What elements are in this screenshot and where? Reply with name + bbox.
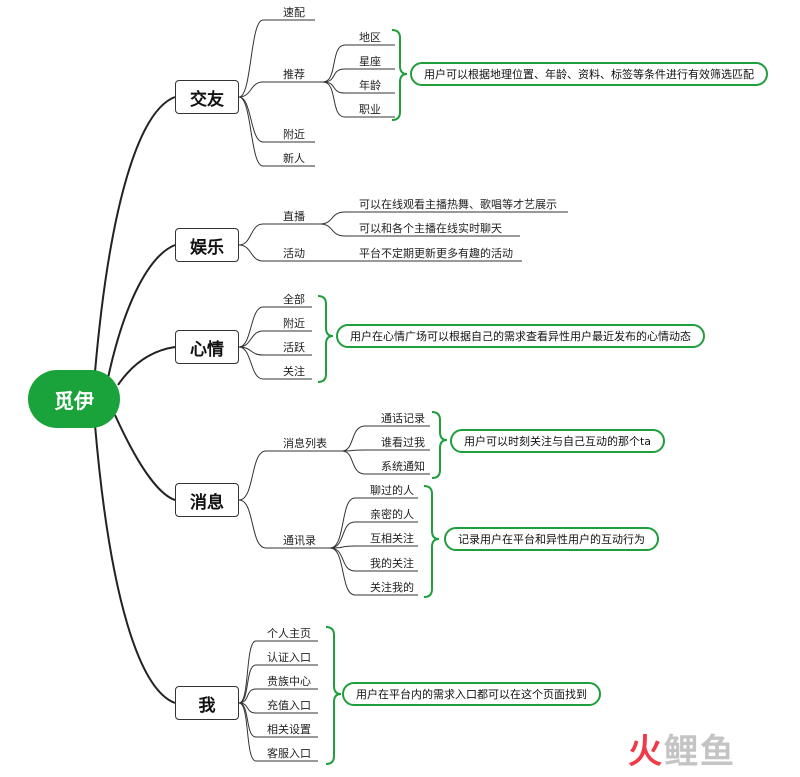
node-huodong: 活动 — [283, 247, 305, 260]
node-zhibo-chat: 可以和各个主播在线实时聊天 — [359, 222, 502, 235]
node-renzheng: 认证入口 — [267, 651, 311, 664]
node-liao-guo: 聊过的人 — [370, 484, 414, 497]
node-huodong-desc: 平台不定期更新更多有趣的活动 — [359, 247, 513, 260]
node-guanzhu: 关注 — [283, 365, 305, 378]
node-shezhi: 相关设置 — [267, 723, 311, 736]
category-jiaoyou: 交友 — [175, 80, 239, 114]
node-tonghua-jilu: 通话记录 — [381, 412, 425, 425]
category-yule: 娱乐 — [175, 228, 239, 262]
node-shei-kan-guo: 谁看过我 — [381, 436, 425, 449]
node-kefu: 客服入口 — [267, 747, 311, 760]
node-zhibo: 直播 — [283, 210, 305, 223]
node-tuijian: 推荐 — [283, 68, 305, 81]
node-tongxunlu: 通讯录 — [283, 534, 316, 547]
node-xiaoxi-liebiao: 消息列表 — [283, 437, 327, 450]
category-wo: 我 — [175, 686, 239, 720]
watermark-part1: 火 — [628, 732, 664, 772]
root-node: 觅伊 — [28, 370, 120, 428]
node-guizu: 贵族中心 — [267, 675, 311, 688]
watermark-part2: 鲤鱼 — [664, 732, 736, 772]
node-quanbu: 全部 — [283, 293, 305, 306]
note-xinqing: 用户在心情广场可以根据自己的需求查看异性用户最近发布的心情动态 — [336, 324, 705, 348]
node-wode-guanzhu: 我的关注 — [370, 557, 414, 570]
node-supei: 速配 — [283, 6, 305, 19]
node-chongzhi: 充值入口 — [267, 699, 311, 712]
note-tongxunlu: 记录用户在平台和异性用户的互动行为 — [444, 527, 659, 551]
node-geren-zhuye: 个人主页 — [267, 627, 311, 640]
node-xinqing-fujin: 附近 — [283, 317, 305, 330]
node-nianling: 年龄 — [359, 79, 381, 92]
node-zhibo-watch: 可以在线观看主播热舞、歌唱等才艺展示 — [359, 198, 557, 211]
node-xinren: 新人 — [283, 152, 305, 165]
category-xinqing: 心情 — [175, 330, 239, 364]
note-xiaoxi-liebiao: 用户可以时刻关注与自己互动的那个ta — [450, 429, 666, 453]
node-fujin: 附近 — [283, 128, 305, 141]
node-xitong-tongzhi: 系统通知 — [381, 460, 425, 473]
node-qinmi: 亲密的人 — [370, 508, 414, 521]
category-xiaoxi: 消息 — [175, 483, 239, 517]
node-xingzuo: 星座 — [359, 55, 381, 68]
note-wo: 用户在平台内的需求入口都可以在这个页面找到 — [342, 682, 601, 706]
node-huxiang-guanzhu: 互相关注 — [370, 532, 414, 545]
node-diqu: 地区 — [359, 31, 381, 44]
node-huoyue: 活跃 — [283, 341, 305, 354]
note-jiaoyou: 用户可以根据地理位置、年龄、资料、标签等条件进行有效筛选匹配 — [410, 62, 768, 86]
node-guanzhu-wode: 关注我的 — [370, 581, 414, 594]
watermark-logo: 火鲤鱼 — [628, 724, 736, 773]
node-zhiye: 职业 — [359, 103, 381, 116]
